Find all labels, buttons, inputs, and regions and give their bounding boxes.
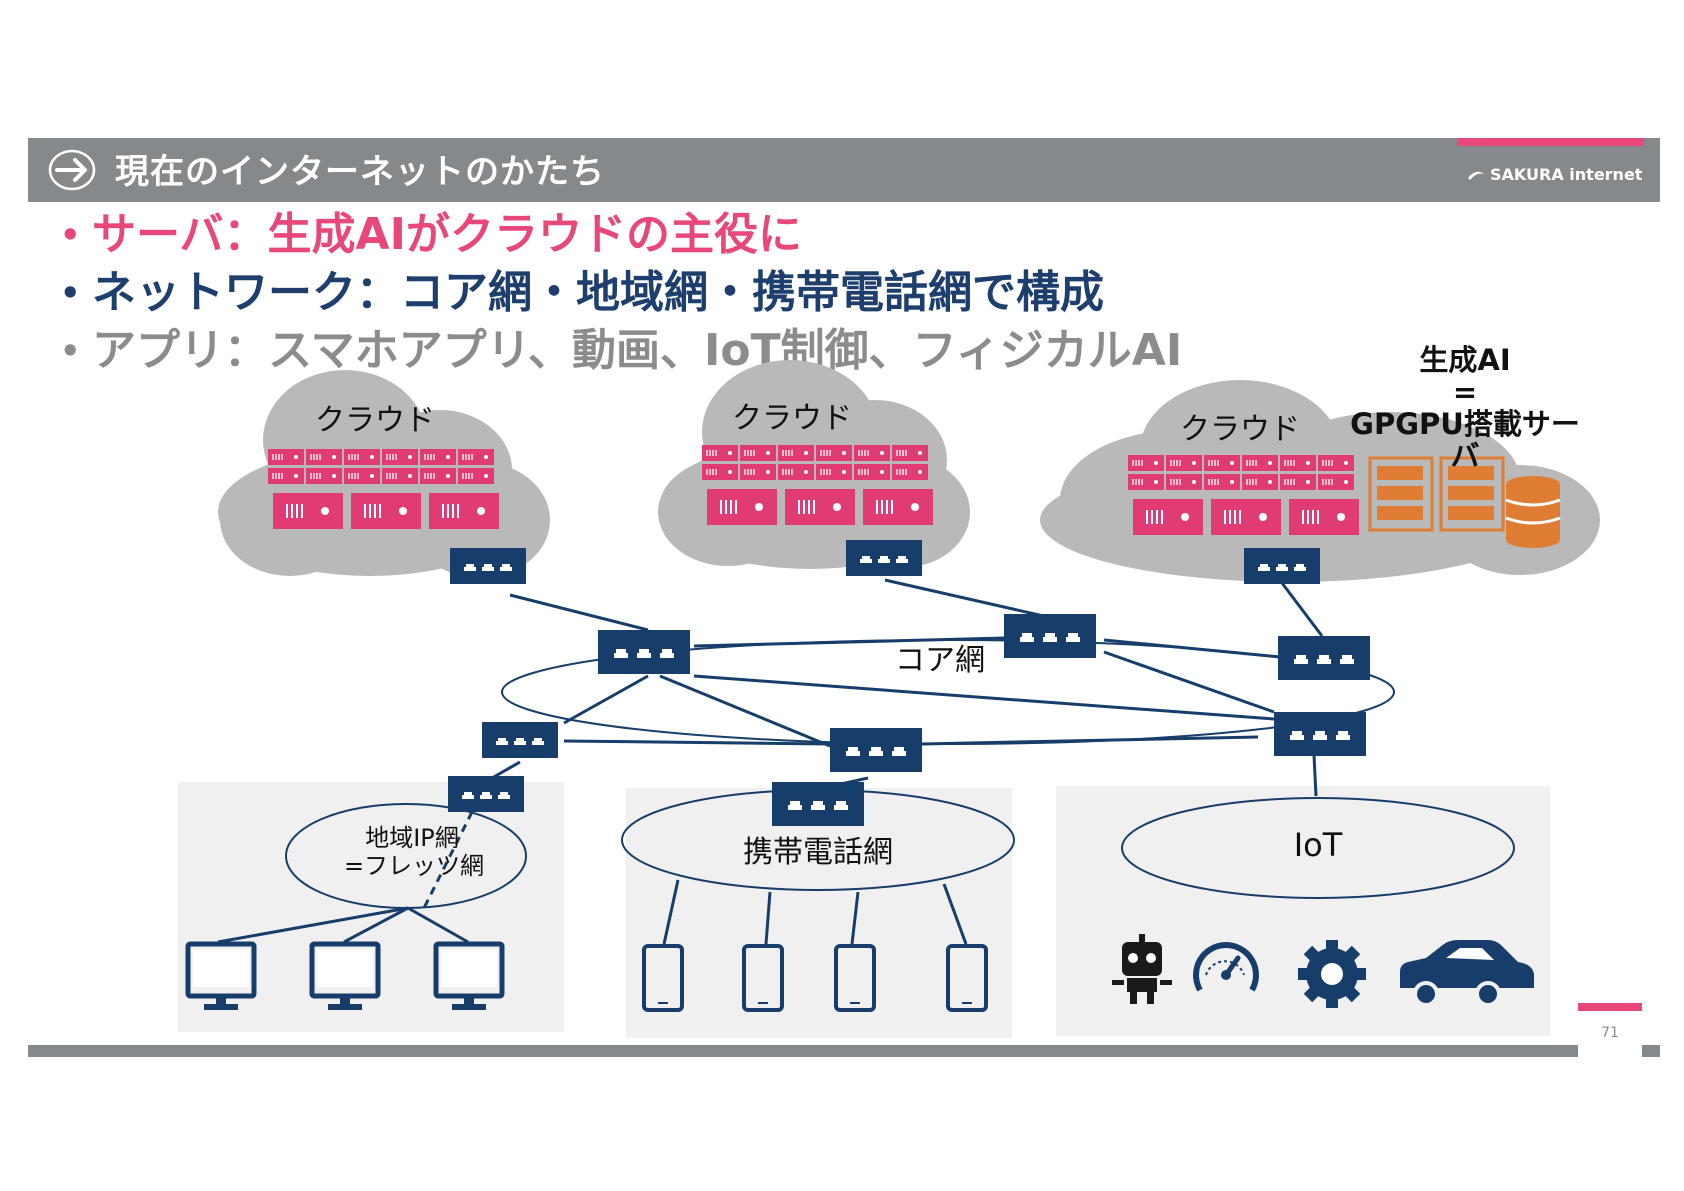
dashed-link: [422, 811, 474, 909]
database-icon: [1505, 476, 1561, 548]
regional-network-label: =フレッツ網: [344, 852, 484, 880]
page-number: 71: [1578, 1003, 1642, 1059]
core-switch: [830, 728, 922, 772]
robot-icon: [1112, 934, 1172, 1004]
slide-title: 現在のインターネットのかたち: [115, 152, 605, 192]
mobile-network-label: 携帯電話網: [743, 835, 893, 870]
core-switch: [598, 630, 690, 674]
genai-label-line: =: [1452, 375, 1478, 409]
footer-bar: [28, 1045, 1660, 1057]
header-bar: [28, 138, 1660, 202]
core-switch: [1278, 636, 1370, 680]
core-network-label: コア網: [895, 643, 985, 678]
car-icon: [1400, 940, 1534, 1007]
bullet-text: アプリ：スマホアプリ、動画、IoT制御、フィジカルAI: [92, 325, 1183, 376]
iot-ring: [1121, 797, 1515, 899]
brand-accent-bar: [1457, 138, 1644, 146]
gear-icon: [1298, 940, 1366, 1008]
core-switch: [1274, 712, 1366, 756]
brand-logo: SAKURA internet: [1466, 165, 1642, 184]
mobile-edge-switch: [772, 782, 864, 826]
mobile-network-ring: [621, 789, 1015, 891]
regional-edge-switch: [448, 776, 524, 812]
gauge-icon: [1193, 942, 1259, 992]
core-switch: [1004, 614, 1096, 658]
brand-name: SAKURA internet: [1490, 165, 1643, 184]
gpu-server-icon: [1368, 456, 1505, 532]
bullet-text: ネットワーク：コア網・地域網・携帯電話網で構成: [92, 267, 1104, 318]
gpu-module: [1377, 466, 1494, 520]
genai-label-line: GPGPU搭載サーバ: [1350, 407, 1580, 473]
bullet-apps: •アプリ：スマホアプリ、動画、IoT制御、フィジカルAI: [60, 325, 1183, 376]
bullet-text: サーバ：生成AIがクラウドの主役に: [92, 209, 802, 260]
genai-label-line: 生成AI: [1419, 343, 1511, 377]
sakura-logo-icon: [1468, 171, 1484, 180]
bullet-network: •ネットワーク：コア網・地域網・携帯電話網で構成: [60, 267, 1104, 318]
cloud-switch-right: [1244, 548, 1320, 584]
bullet-list: •サーバ：生成AIがクラウドの主役に •ネットワーク：コア網・地域網・携帯電話網…: [60, 206, 1182, 380]
cloud-switch-center: [846, 540, 922, 576]
regional-network-label: 地域IP網: [365, 824, 459, 852]
bullet-server: •サーバ：生成AIがクラウドの主役に: [60, 209, 802, 260]
regional-network-ring: [285, 803, 527, 909]
cloud-label: クラウド: [315, 403, 435, 438]
arrow-right-icon: [48, 149, 96, 191]
network-links: [217, 578, 1324, 945]
core-switch: [482, 722, 558, 758]
iot-label: IoT: [1294, 826, 1343, 864]
cloud-switch-left: [450, 548, 526, 584]
cloud-label: クラウド: [1180, 412, 1300, 447]
genai-server-label: 生成AI = GPGPU搭載サーバ: [1340, 344, 1590, 472]
cloud-label: クラウド: [732, 401, 852, 436]
